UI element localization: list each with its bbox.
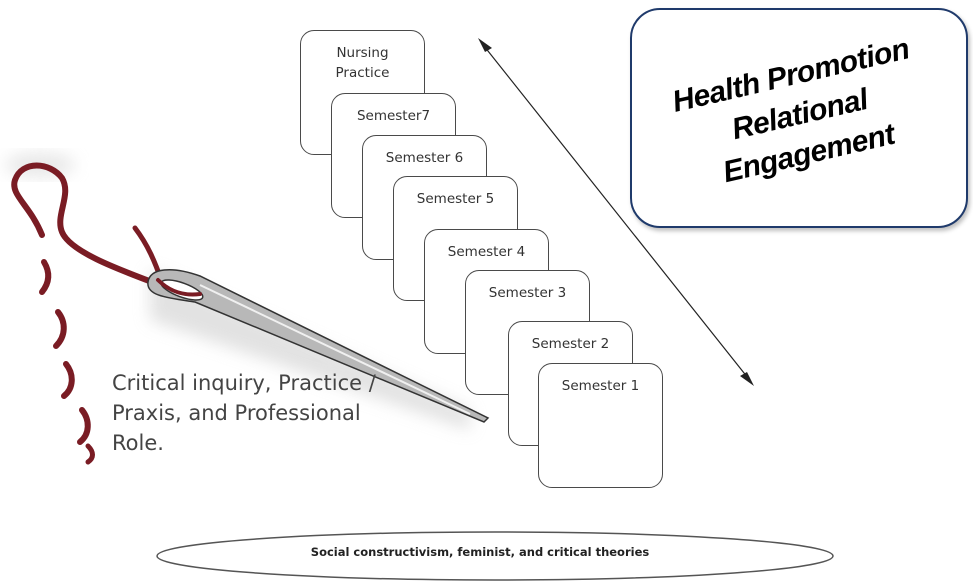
arrowhead-bottom	[740, 372, 754, 386]
foundation-label: Social constructivism, feminist, and cri…	[310, 545, 650, 559]
thread-stitch	[53, 309, 67, 349]
foundation-ellipse	[156, 531, 834, 581]
card-label: Semester 6	[385, 150, 464, 166]
arrowhead-top	[478, 38, 492, 52]
card-label: Semester 4	[447, 244, 526, 260]
needle-highlight	[199, 284, 471, 415]
thread-stitch	[39, 259, 52, 295]
card-label: Semester 1	[561, 378, 640, 394]
card-label: Semester7	[356, 108, 431, 124]
double-arrow	[483, 45, 749, 379]
thread-stitch	[61, 361, 75, 399]
thread-through-eye	[156, 278, 202, 297]
card-label: Semester 2	[531, 336, 610, 352]
thread-stitch	[85, 443, 95, 465]
needle-body	[147, 269, 490, 423]
card-label: Semester 3	[488, 285, 567, 301]
thread-label: Critical inquiry, Practice / Praxis, and…	[112, 371, 376, 455]
card-label: Semester 5	[416, 191, 495, 207]
card-semester-1: Semester 1	[538, 363, 663, 488]
card-label-line1: Nursing	[336, 45, 389, 61]
focus-box	[630, 8, 968, 228]
thread-stitch	[77, 407, 91, 445]
thread-loop	[11, 162, 163, 288]
card-label-line2: Practice	[335, 65, 390, 81]
